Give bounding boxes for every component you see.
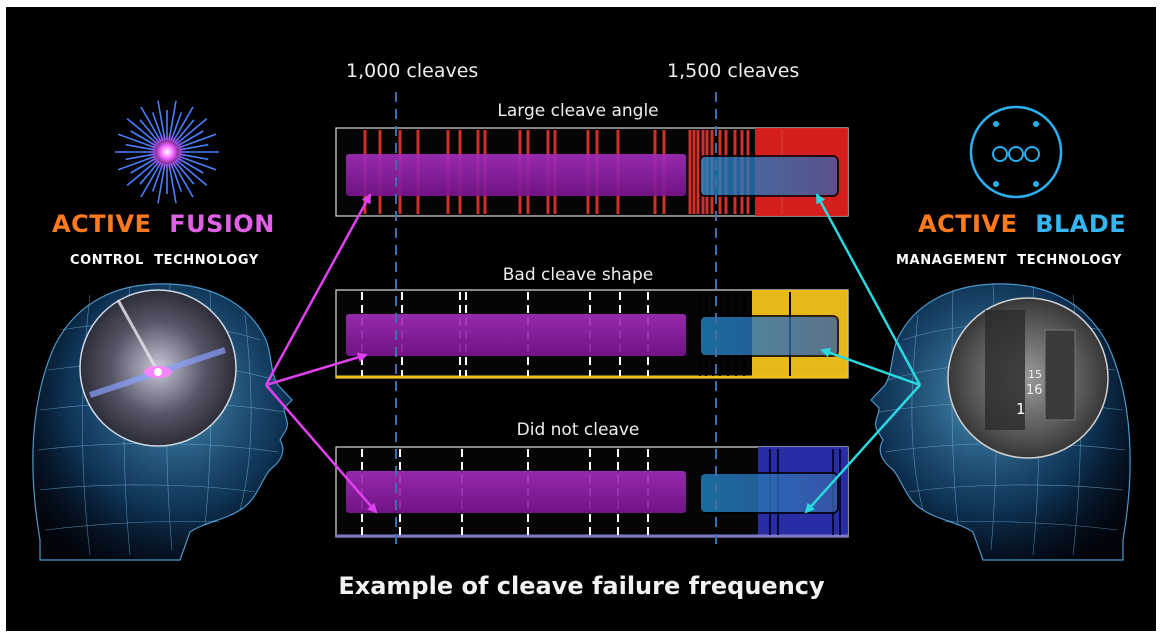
row-title-large-angle: Large cleave angle bbox=[497, 101, 659, 121]
marker-label-1000: 1,000 cleaves bbox=[346, 60, 479, 82]
right-brand-subtitle: MANAGEMENT TECHNOLOGY bbox=[896, 253, 1123, 268]
fusion-arrow-mid bbox=[265, 352, 368, 387]
starburst-icon bbox=[115, 100, 219, 204]
blade-number-mid: 16 bbox=[1026, 383, 1043, 398]
left-brand-word1: ACTIVE bbox=[52, 210, 152, 238]
failure-row bbox=[335, 127, 849, 217]
right-brand-word1: ACTIVE bbox=[918, 210, 1018, 238]
left-wireframe-head bbox=[32, 283, 293, 561]
blade-arrow-bottom bbox=[804, 384, 921, 514]
blade-wheel-icon bbox=[969, 105, 1063, 199]
figure-caption: Example of cleave failure frequency bbox=[338, 572, 825, 600]
failure-row bbox=[335, 446, 849, 538]
left-brand-word2: FUSION bbox=[169, 210, 275, 238]
fusion-bar bbox=[346, 471, 686, 513]
right-wireframe-head: 15 16 1 bbox=[870, 283, 1131, 561]
right-brand-title: ACTIVE BLADE bbox=[918, 210, 1126, 238]
blade-bar bbox=[699, 155, 839, 197]
left-brand-subtitle: CONTROL TECHNOLOGY bbox=[70, 253, 259, 268]
blade-number-top: 15 bbox=[1028, 368, 1042, 381]
blade-arrow-mid bbox=[820, 347, 921, 387]
blade-number-bottom: 1 bbox=[1016, 400, 1026, 418]
fusion-arrow-bottom bbox=[265, 384, 378, 514]
row-title-did-not-cleave: Did not cleave bbox=[516, 420, 640, 440]
blade-arrow-top bbox=[815, 193, 922, 386]
fusion-arrow-top bbox=[264, 193, 372, 386]
failure-row bbox=[335, 289, 849, 379]
blade-arrows bbox=[804, 193, 922, 514]
blade-bar bbox=[699, 315, 839, 357]
failure-rows bbox=[335, 127, 849, 538]
row-title-bad-shape: Bad cleave shape bbox=[502, 265, 654, 285]
fusion-bar bbox=[346, 314, 686, 356]
blade-bar bbox=[699, 472, 839, 514]
right-brand-word2: BLADE bbox=[1035, 210, 1127, 238]
fusion-arrows bbox=[264, 193, 378, 514]
marker-label-1500: 1,500 cleaves bbox=[667, 60, 800, 82]
left-brand-title: ACTIVE FUSION bbox=[52, 210, 275, 238]
fusion-bar bbox=[346, 154, 686, 196]
starburst-core bbox=[147, 132, 187, 172]
